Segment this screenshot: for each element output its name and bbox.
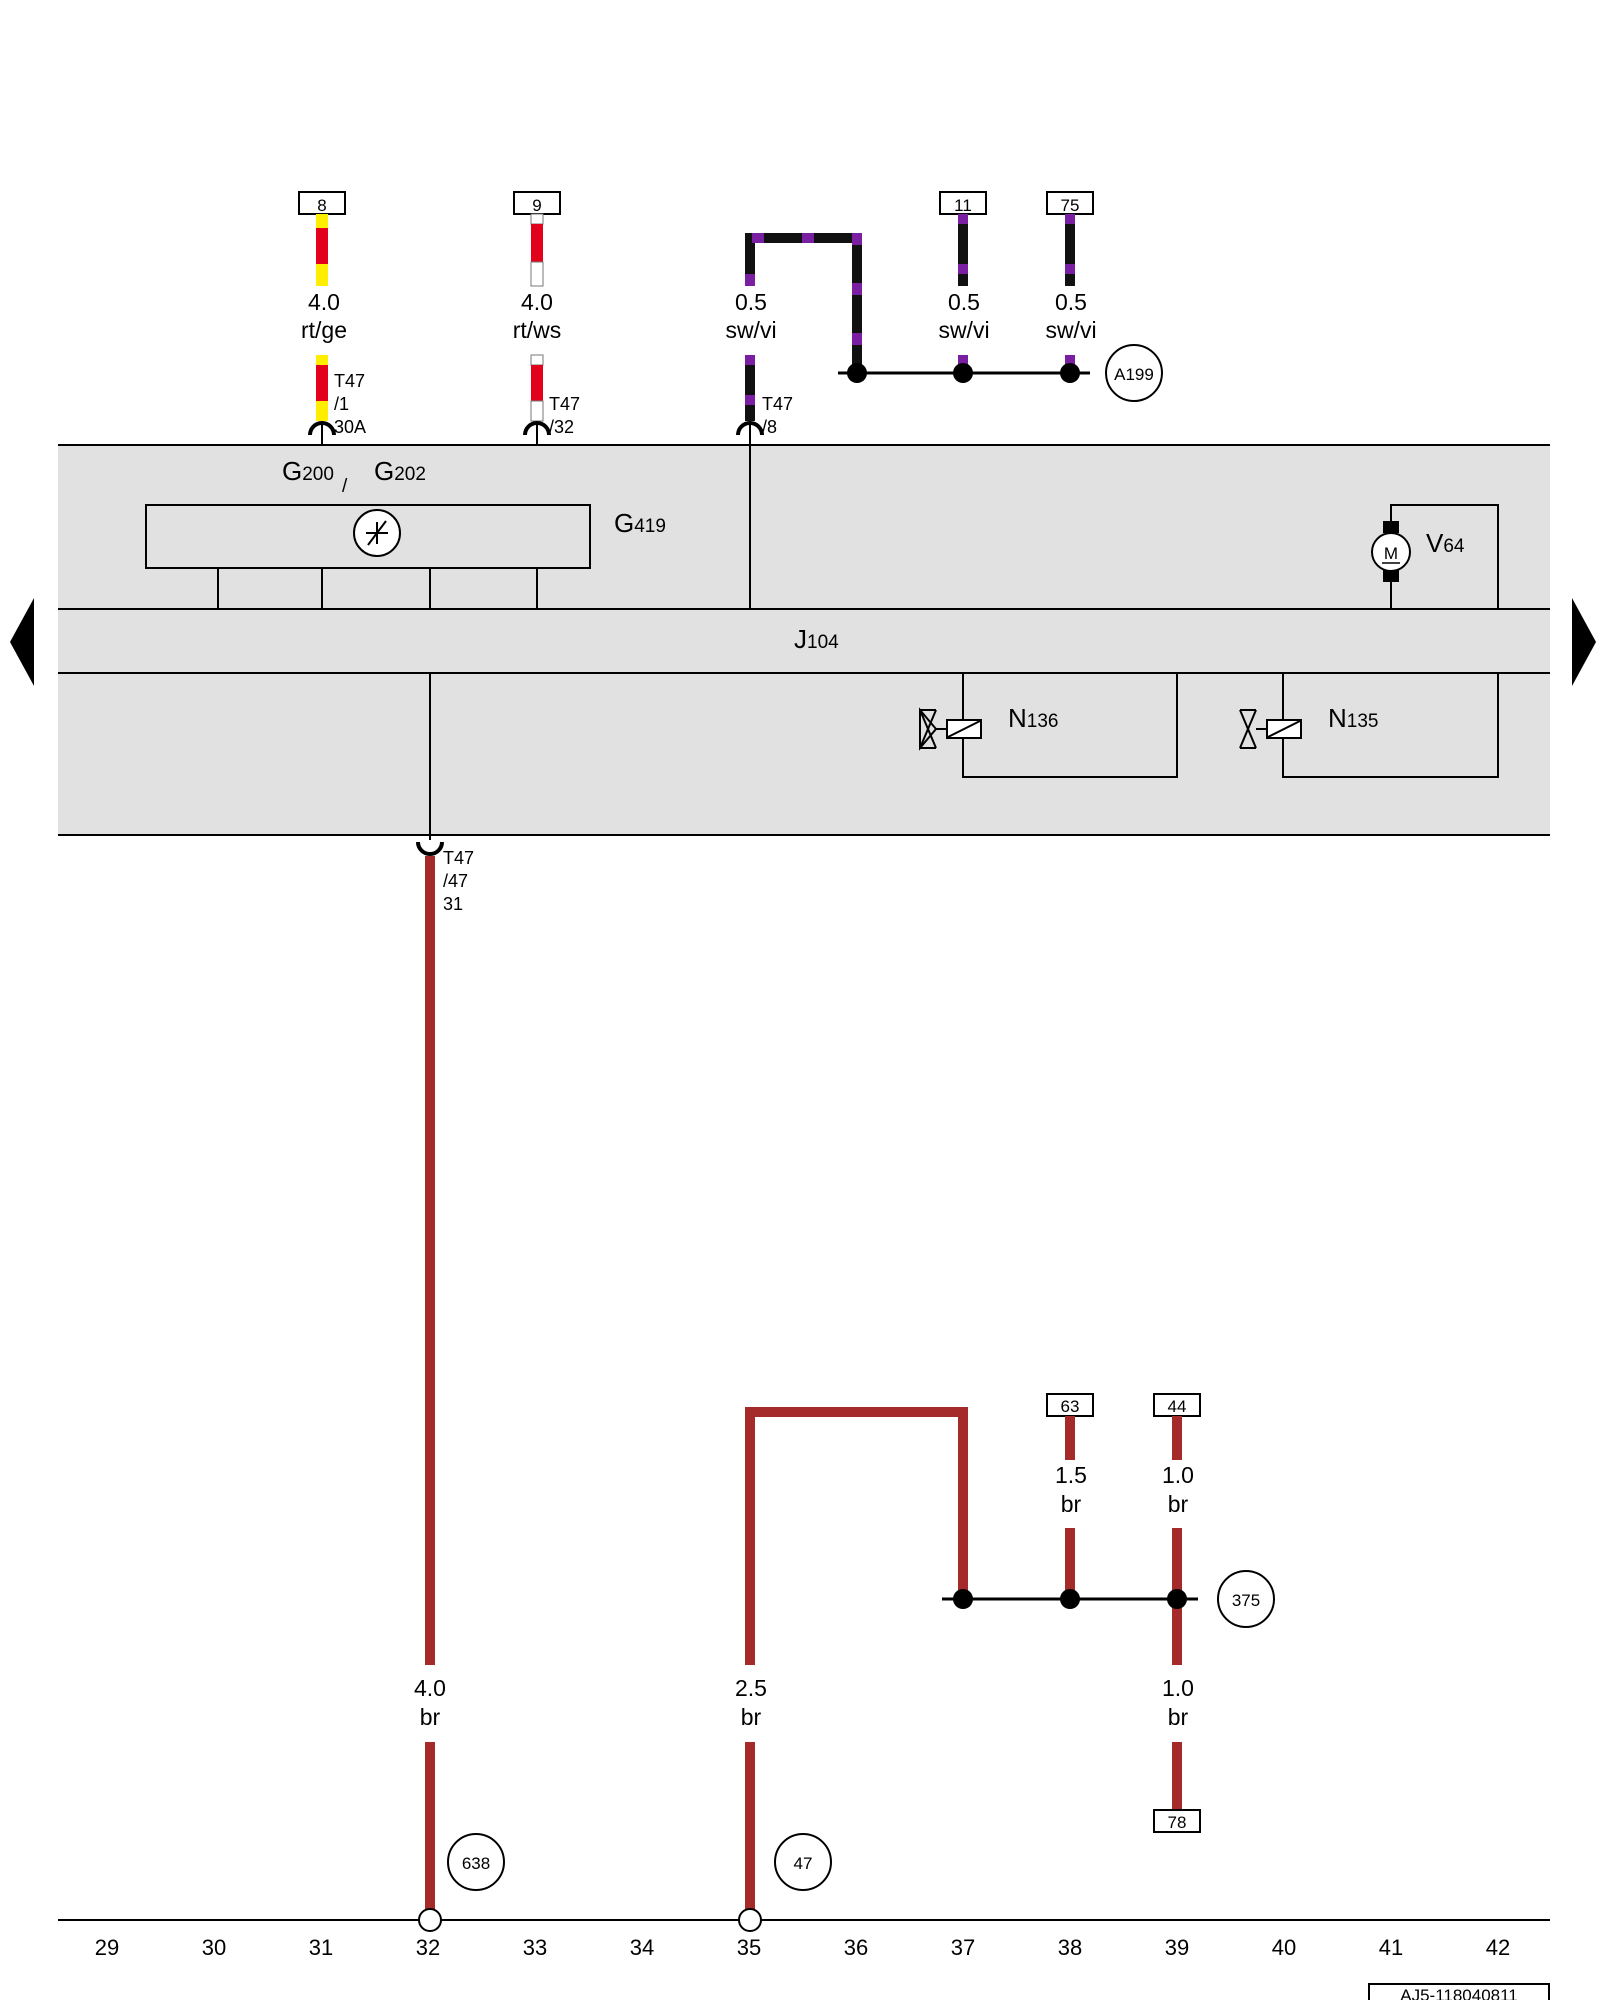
component-n136-valve: N136 (919, 673, 1178, 778)
terminal-label: 11 (954, 196, 972, 215)
wire-8-rt-ge: 8 4.0 rt/ge T47 /1 30A (298, 191, 366, 445)
pin-label: T47 (443, 848, 474, 868)
component-label-n135: N135 (1328, 703, 1378, 733)
connection-label: A199 (1114, 365, 1154, 384)
doc-code: AJ5-118040811 (1368, 1983, 1550, 2005)
ground-point-638: 638 (447, 1833, 505, 1891)
track-number: 29 (95, 1935, 119, 1960)
component-slash: / (342, 476, 348, 497)
wire-color: rt/ge (301, 317, 347, 343)
wire-63-br: 63 1.5 br (1046, 1393, 1094, 1599)
wire-t47-47-br: T47 /47 31 4.0 br (414, 673, 474, 1910)
pin-label: T47 (334, 371, 365, 391)
terminal-label: 8 (317, 196, 326, 215)
wire-2-5-br: 2.5 br (735, 1407, 968, 1910)
wire-t47-8-sw-vi: 0.5 sw/vi T47 /8 (725, 233, 862, 609)
wire-color: sw/vi (1045, 317, 1096, 343)
valve-icon (919, 707, 938, 751)
terminal-label: 44 (1168, 1397, 1187, 1416)
component-n135-valve: N135 (1239, 673, 1499, 778)
track-number: 32 (416, 1935, 440, 1960)
wire-section: 1.5 (1055, 1462, 1087, 1488)
component-label-g419: G419 (614, 508, 666, 538)
wire-section: 2.5 (735, 1675, 767, 1701)
ground-point-label: 47 (794, 1854, 813, 1873)
track-number: 42 (1486, 1935, 1510, 1960)
track-number: 30 (202, 1935, 226, 1960)
wire-section: 1.0 (1162, 1675, 1194, 1701)
wire-78-br: 1.0 br 78 (1153, 1675, 1201, 1833)
wire-section: 4.0 (308, 289, 340, 315)
pin-label: T47 (549, 394, 580, 414)
ground-point-label: 638 (462, 1854, 490, 1873)
track-number: 36 (844, 1935, 868, 1960)
next-page-arrow[interactable] (1572, 598, 1596, 686)
pin-label: 30A (334, 417, 366, 437)
wire-9-rt-ws: 9 4.0 rt/ws T47 /32 (513, 191, 580, 445)
wire-75-sw-vi: 75 0.5 sw/vi (1045, 191, 1097, 373)
track-number: 40 (1272, 1935, 1296, 1960)
pin-label: /8 (762, 417, 777, 437)
previous-page-arrow[interactable] (10, 598, 34, 686)
wire-section: 4.0 (521, 289, 553, 315)
terminal-label: 9 (532, 196, 541, 215)
wire-section: 0.5 (735, 289, 767, 315)
motor-symbol: M (1384, 544, 1398, 563)
track-number: 41 (1379, 1935, 1403, 1960)
track-number: 33 (523, 1935, 547, 1960)
wire-44-br: 44 1.0 br (1153, 1393, 1201, 1665)
connection-375: 375 (942, 1570, 1275, 1628)
track-number: 39 (1165, 1935, 1189, 1960)
current-track: 29 30 31 32 33 34 35 36 37 38 39 40 41 42 (95, 1935, 1510, 1960)
track-number: 34 (630, 1935, 654, 1960)
ground-point-47: 47 (774, 1833, 832, 1891)
component-label-j104: J104 (794, 624, 839, 654)
wire-color: br (741, 1704, 762, 1730)
pin-label: T47 (762, 394, 793, 414)
component-label-g202: G202 (374, 456, 426, 486)
terminal-label: 78 (1168, 1813, 1187, 1832)
pin-label: 31 (443, 894, 463, 914)
track-number: 31 (309, 1935, 333, 1960)
wire-section: 4.0 (414, 1675, 446, 1701)
track-number: 38 (1058, 1935, 1082, 1960)
wire-section: 0.5 (1055, 289, 1087, 315)
pin-label: /1 (334, 394, 349, 414)
component-g200-g202-g419: G200 / G202 G419 (145, 456, 666, 609)
pin-label: /32 (549, 417, 574, 437)
doc-code-label: AJ5-118040811 (1400, 1986, 1518, 2000)
wire-color: rt/ws (513, 317, 562, 343)
pin-label: /47 (443, 871, 468, 891)
component-label-v64: V64 (1426, 528, 1465, 558)
component-v64-motor: M V64 (1371, 504, 1499, 609)
component-label-g200: G200 (282, 456, 334, 486)
wire-color: br (1061, 1491, 1082, 1517)
connection-a199: A199 (838, 344, 1163, 402)
wire-color: br (1168, 1491, 1189, 1517)
wire-color: br (420, 1704, 441, 1730)
wire-section: 0.5 (948, 289, 980, 315)
wire-color: sw/vi (938, 317, 989, 343)
wire-11-sw-vi: 11 0.5 sw/vi (938, 191, 990, 373)
component-label-n136: N136 (1008, 703, 1058, 733)
wire-color: br (1168, 1704, 1189, 1730)
connection-label: 375 (1232, 1591, 1260, 1610)
terminal-label: 75 (1061, 196, 1080, 215)
control-module-j104 (58, 444, 1550, 836)
wire-section: 1.0 (1162, 1462, 1194, 1488)
motor-icon (1371, 532, 1411, 572)
wire-color: sw/vi (725, 317, 776, 343)
terminal-label: 63 (1061, 1397, 1080, 1416)
track-number: 35 (737, 1935, 761, 1960)
track-number: 37 (951, 1935, 975, 1960)
